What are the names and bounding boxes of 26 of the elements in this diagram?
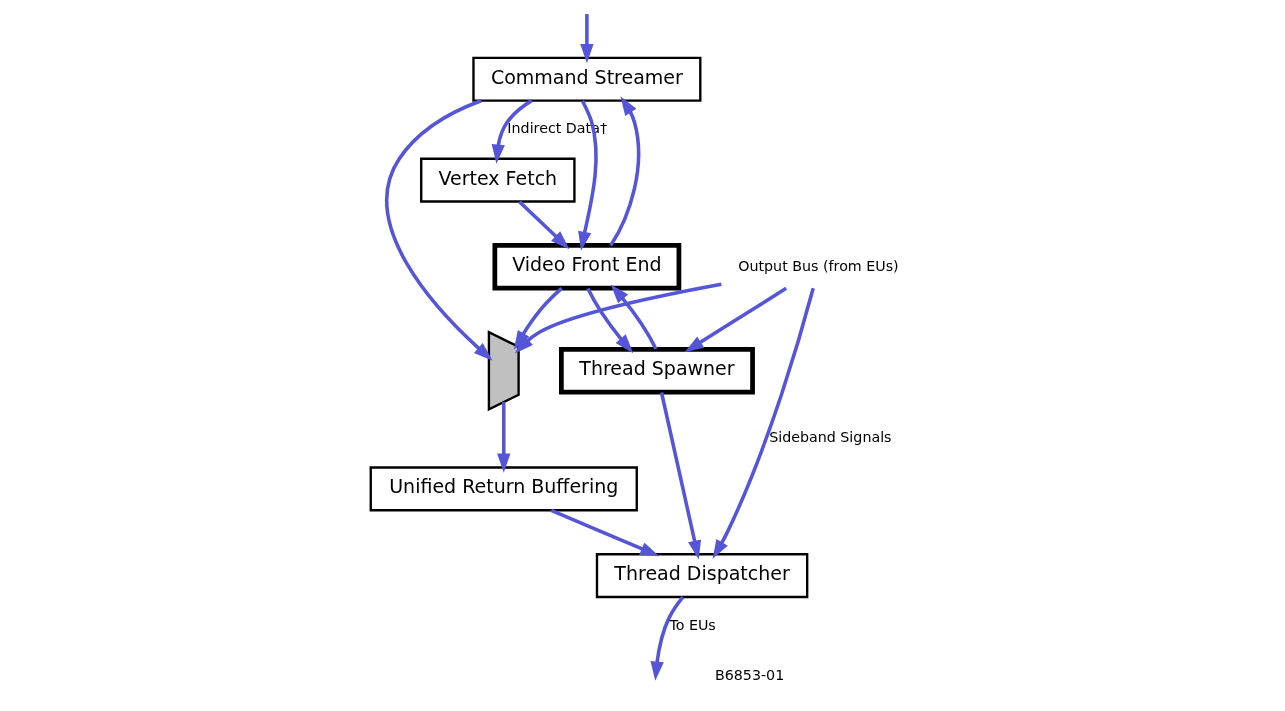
edge-label: To EUs [668, 616, 716, 633]
arrow [496, 402, 510, 473]
arrow [649, 596, 684, 681]
arrow [384, 99, 493, 361]
arrow [513, 287, 563, 350]
node-trapezoid [487, 330, 520, 412]
arrow [517, 200, 569, 250]
node-box: Thread Spawner [558, 347, 755, 395]
node-box: Video Front End [491, 243, 681, 291]
node-box: Unified Return Buffering [369, 466, 638, 512]
arrow [491, 99, 533, 164]
arrow [585, 287, 633, 354]
arrow [684, 286, 787, 353]
arrow [579, 14, 594, 64]
arrow [550, 508, 659, 557]
node-box: Vertex Fetch [419, 157, 576, 203]
edge-label: Sideband Signals [768, 429, 892, 446]
node-box: Thread Dispatcher [595, 553, 808, 599]
arrow [610, 284, 658, 350]
node-box: Command Streamer [471, 56, 701, 102]
arrow [712, 287, 815, 559]
arrow [659, 392, 701, 560]
node-text: Output Bus (from EUs) [737, 257, 899, 274]
label: B6853-01 [714, 667, 784, 684]
arrow [514, 282, 722, 354]
arrow [608, 96, 640, 247]
